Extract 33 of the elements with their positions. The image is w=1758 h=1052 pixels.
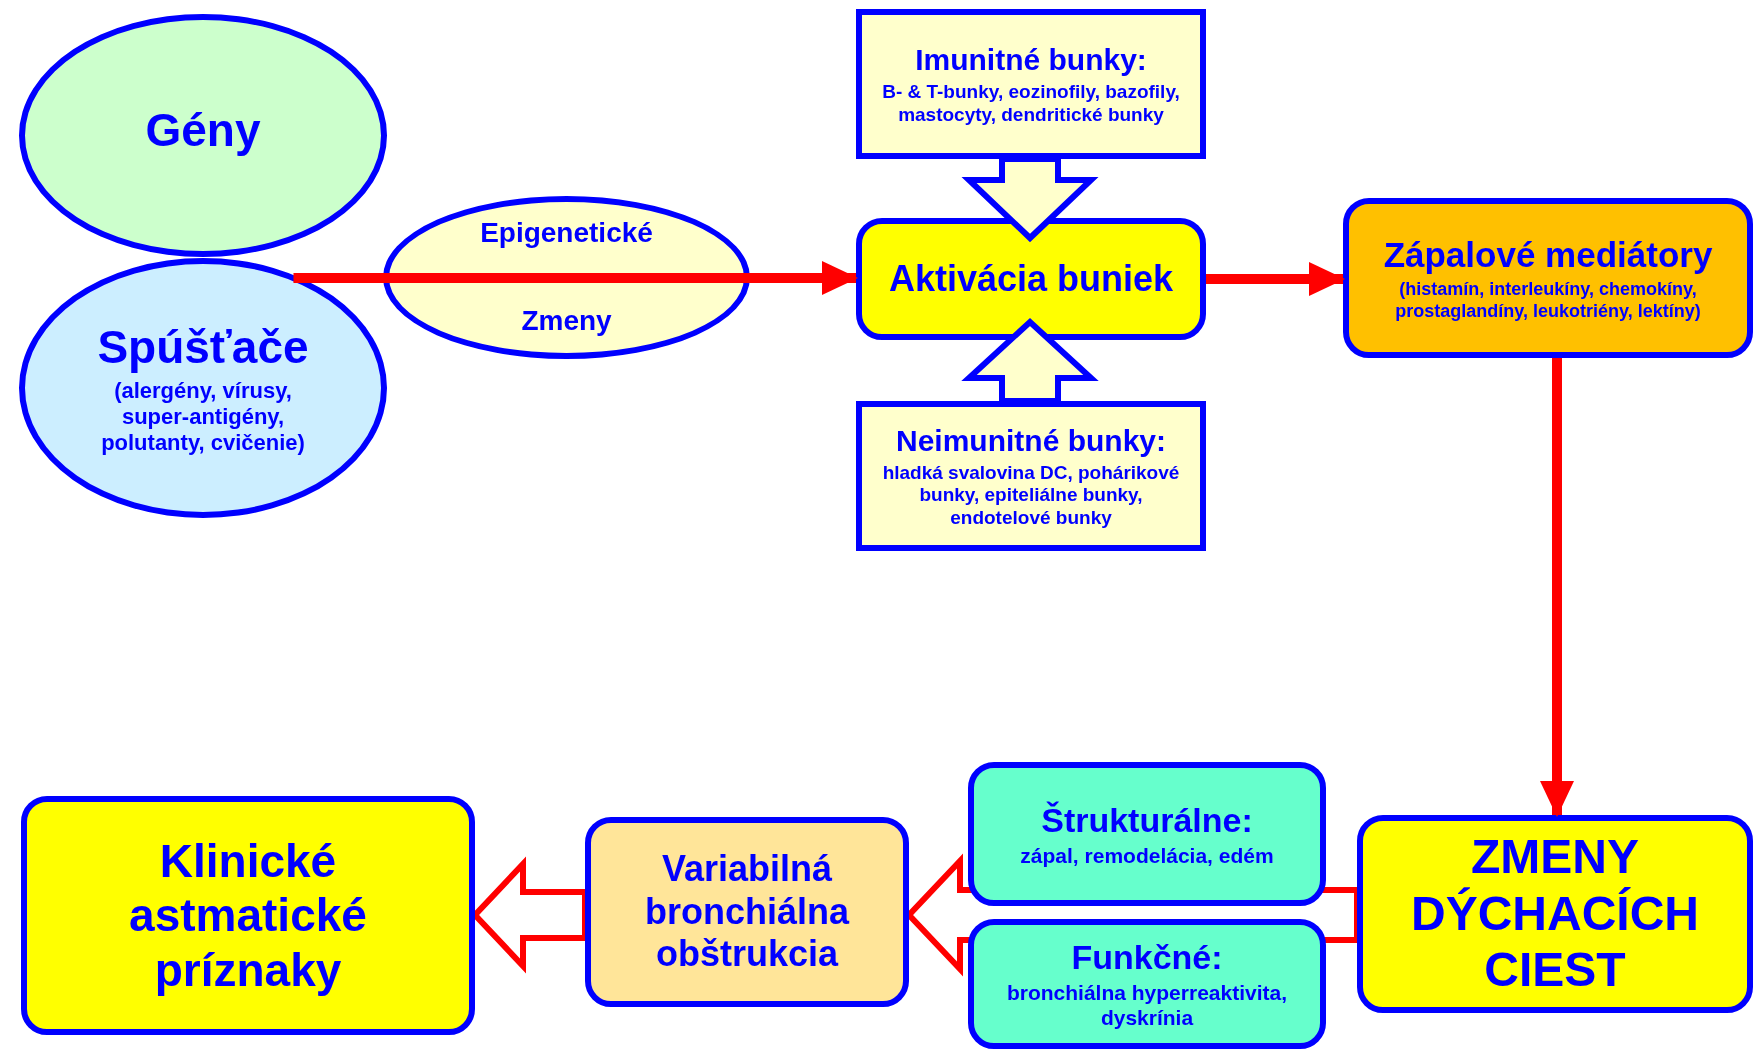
outcome-box [1357,815,1753,1013]
process-box [585,817,909,1007]
process-box [856,218,1206,340]
mediator-box [1343,198,1753,358]
node-heading: Neimunitné bunky: [896,422,1166,459]
node-heading: Aktivácia buniek [888,257,1174,301]
cell-group-box [856,9,1206,159]
node-heading: Štrukturálne: [1041,799,1253,840]
node-text: zápal, remodelácia, edém [1020,843,1274,869]
block-arrow [961,317,1099,404]
node-heading: Zmeny [521,303,612,337]
node-heading: Epigenetické [480,216,653,250]
outcome-box [21,796,475,1035]
node-heading: Zápalové mediátory [1383,234,1713,276]
node-text: hladká svalovina DC, pohárikové bunky, epiteliálne bunky, endotelové bunky [881,462,1181,530]
change-type-box [968,919,1326,1049]
cell-group-box [856,401,1206,551]
arrow [1540,358,1574,817]
arrow [1206,262,1345,296]
arrow [747,261,858,295]
block-arrow [961,156,1099,243]
node-heading: Variabilná bronchiálna obštrukcia [644,848,851,976]
node-heading: Imunitné bunky: [915,41,1147,78]
change-type-box [968,762,1326,906]
node-text: (alergény, vírusy, super-antigény, polutanty, cvičenie) [100,378,306,457]
node-heading: Gény [145,103,261,158]
node-text: bronchiálna hyperreaktivita, dyskrínia [1005,981,1289,1031]
node-text: B- & T-bunky, eozinofily, bazofily, mastocyty, dendritické bunky [881,81,1181,127]
node-heading: Funkčné: [1071,937,1223,978]
node-heading: Klinické astmatické príznaky [128,834,368,997]
node-heading: ZMENY DÝCHACÍCH CIEST [1410,829,1700,999]
node-text: (histamín, interleukíny, chemokíny, prostaglandíny, leukotriény, lektíny) [1394,279,1702,322]
node-heading: Spúšťače [97,319,309,375]
